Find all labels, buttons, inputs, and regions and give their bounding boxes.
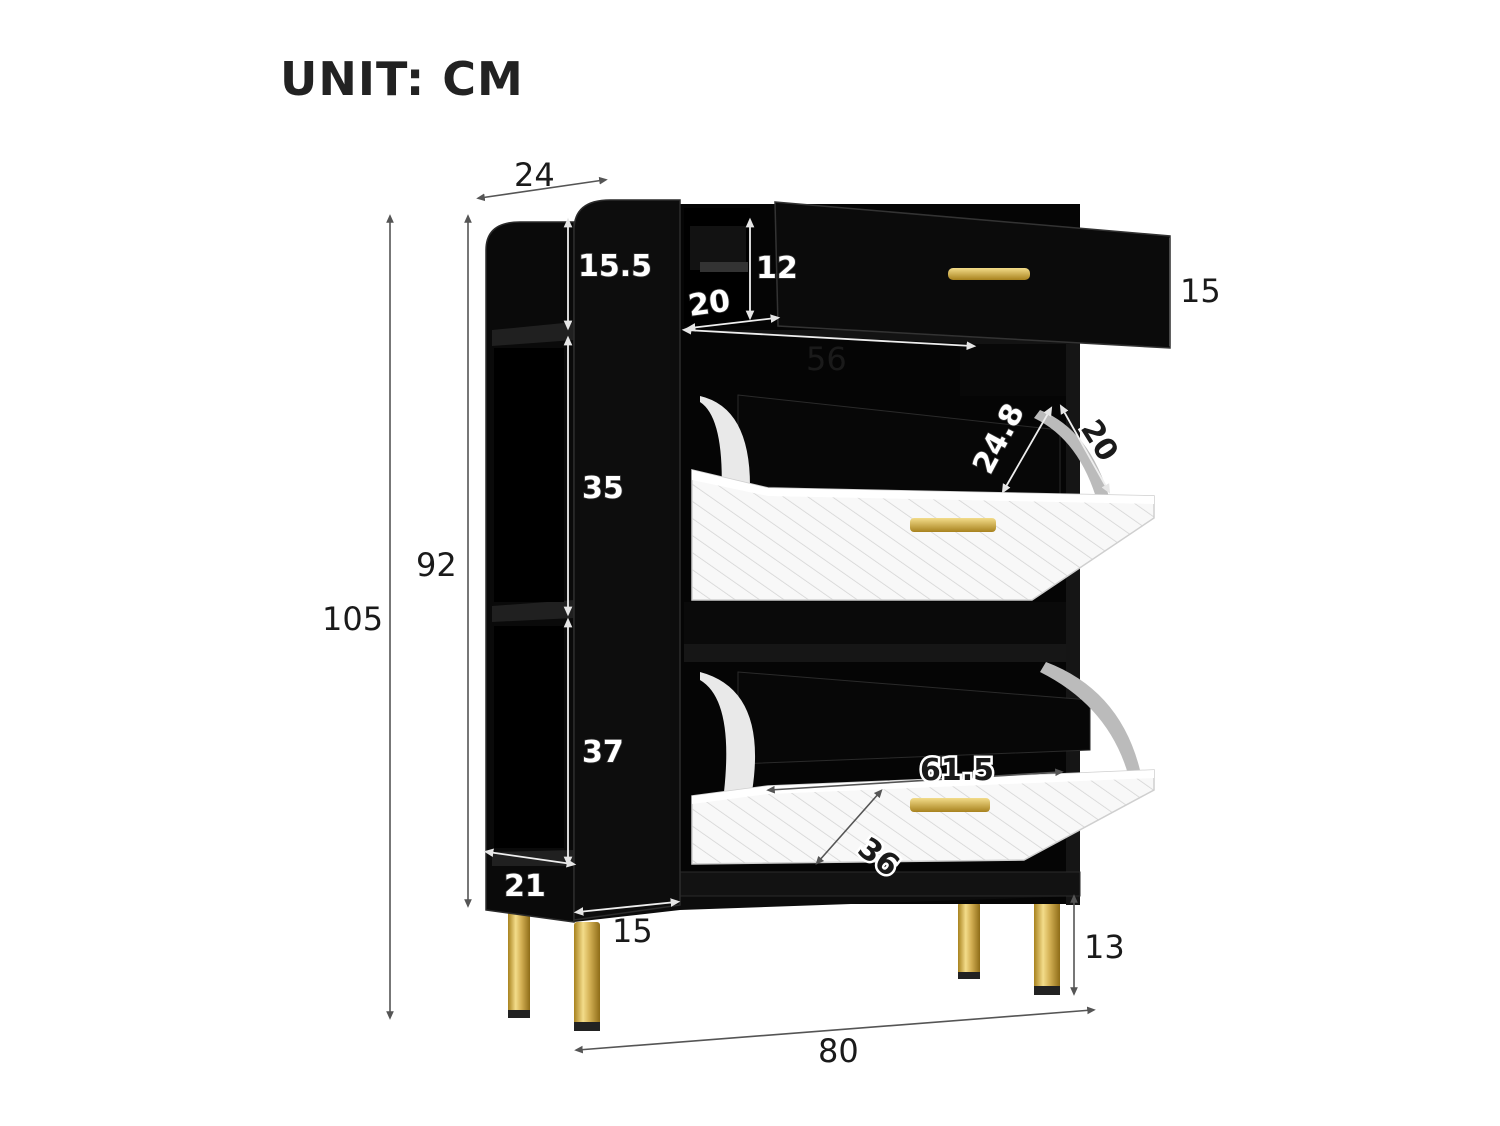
dim-total-width: 80	[818, 1032, 859, 1070]
leg-front-right-inner	[574, 922, 600, 1026]
legs	[508, 898, 1060, 1031]
lower-flap-arc-left	[700, 672, 756, 792]
dim-drawer-inner-depth: 20	[686, 283, 732, 323]
dim-total-height: 105	[322, 600, 383, 638]
unit-title: UNIT: CM	[280, 52, 524, 106]
dim-drawer-inner-height: 12	[756, 251, 798, 286]
lower-flap-hinge-right	[1040, 662, 1140, 774]
dim-side-shelf-lower: 37	[582, 735, 624, 770]
upper-flip-door	[691, 394, 1155, 601]
dim-flap-width: 61.5	[920, 753, 994, 788]
leg-back-right	[958, 902, 980, 976]
top-drawer	[774, 201, 1171, 349]
dim-side-shelf-upper: 35	[582, 471, 624, 506]
dim-depth-top: 24	[514, 156, 555, 194]
dimension-lines	[386, 176, 1171, 1054]
lower-flap-handle	[910, 798, 990, 812]
leg-front-right	[1034, 898, 1060, 990]
dim-leg-height: 13	[1084, 928, 1125, 966]
upper-flap-handle	[910, 518, 996, 532]
dim-drawer-height: 15	[1180, 272, 1221, 310]
dim-cabinet-height: 92	[416, 546, 457, 584]
leg-front-left	[508, 908, 530, 1016]
dim-drawer-width: 56	[806, 340, 847, 378]
dim-side-panel-width: 15	[612, 912, 653, 950]
dim-side-shelf-depth: 21	[504, 869, 546, 904]
drawer-slide-rail	[700, 262, 748, 272]
dim-side-top-gap: 15.5	[578, 249, 652, 284]
drawer-handle	[948, 268, 1030, 280]
